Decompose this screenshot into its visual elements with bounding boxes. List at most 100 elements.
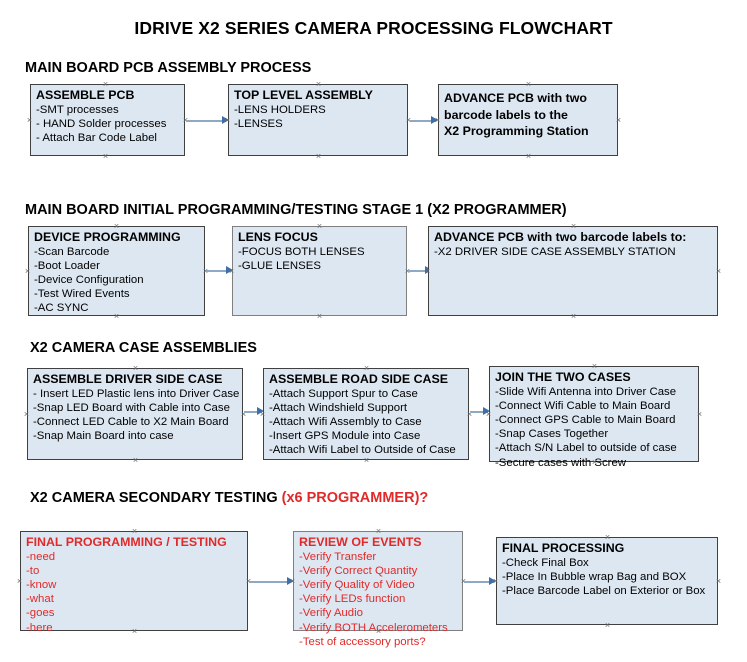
connection-handle-top[interactable]: [363, 365, 370, 372]
node-title: ASSEMBLE PCB: [36, 88, 135, 102]
node-join-the-two-cases[interactable]: JOIN THE TWO CASES -Slide Wifi Antenna i…: [489, 363, 699, 469]
connection-handle-right[interactable]: [615, 117, 622, 124]
section-heading-4: X2 CAMERA SECONDARY TESTING (x6 PROGRAMM…: [30, 490, 428, 506]
section-heading-1: MAIN BOARD PCB ASSEMBLY PROCESS: [25, 60, 311, 76]
connection-handle-left[interactable]: [485, 411, 492, 418]
node-headline-line: ADVANCE PCB with two: [444, 91, 587, 105]
node-line: -LENS HOLDERS: [234, 103, 326, 116]
connection-handle-left[interactable]: [26, 117, 33, 124]
node-line: -Snap Main Board into case: [33, 430, 174, 443]
connection-handle-bottom[interactable]: [363, 457, 370, 464]
connection-handle-bottom[interactable]: [375, 628, 382, 635]
connection-handle-top[interactable]: [375, 528, 382, 535]
node-line: -Check Final Box: [502, 556, 589, 569]
node-line: -Test Wired Events: [34, 288, 130, 301]
node-final-processing[interactable]: FINAL PROCESSING -Check Final Box -Place…: [496, 537, 718, 625]
node-headline-line: barcode labels to the: [444, 107, 568, 122]
connection-handle-left[interactable]: [289, 578, 296, 585]
node-line: -to: [26, 564, 40, 577]
connection-handle-top[interactable]: [604, 534, 611, 541]
node-assemble-pcb[interactable]: ASSEMBLE PCB -SMT processes - HAND Solde…: [30, 84, 185, 156]
node-line: -Attach Support Spur to Case: [269, 387, 418, 400]
connection-handle-left[interactable]: [492, 578, 499, 585]
connection-handle-top[interactable]: [570, 223, 577, 230]
node-headline: ADVANCE PCB with two barcode labels to t…: [444, 90, 613, 140]
connection-handle-top[interactable]: [525, 81, 532, 88]
node-lens-focus[interactable]: LENS FOCUS -FOCUS BOTH LENSES -GLUE LENS…: [232, 226, 407, 316]
node-review-of-events[interactable]: REVIEW OF EVENTS -Verify Transfer -Verif…: [293, 528, 463, 648]
connection-handle-left[interactable]: [16, 578, 23, 585]
connection-handle-top[interactable]: [132, 365, 139, 372]
node-line: -Scan Barcode: [34, 245, 110, 258]
node-line: -GLUE LENSES: [238, 259, 321, 272]
connection-handle-bottom[interactable]: [315, 153, 322, 160]
section-heading-2-text: MAIN BOARD INITIAL PROGRAMMING/TESTING S…: [25, 202, 567, 218]
node-line: -Snap LED Board with Cable into Case: [33, 401, 230, 414]
node-line: -Boot Loader: [34, 259, 100, 272]
node-line-list: -Attach Support Spur to Case -Attach Win…: [269, 387, 464, 458]
node-title: TOP LEVEL ASSEMBLY: [234, 88, 373, 102]
connection-handle-left[interactable]: [224, 117, 231, 124]
node-assemble-driver-side-case[interactable]: ASSEMBLE DRIVER SIDE CASE - Insert LED P…: [27, 368, 243, 460]
node-line: -Attach S/N Label to outside of case: [495, 442, 677, 455]
connection-handle-top[interactable]: [113, 223, 120, 230]
node-final-programming-testing[interactable]: FINAL PROGRAMMING / TESTING -need -to -k…: [20, 528, 248, 634]
node-line: -X2 DRIVER SIDE CASE ASSEMBLY STATION: [434, 245, 676, 258]
connection-handle-bottom[interactable]: [113, 313, 120, 320]
node-title: FINAL PROCESSING: [502, 541, 625, 555]
node-line-list: - Insert LED Plastic lens into Driver Ca…: [33, 387, 240, 444]
node-line: -Connect Wifi Cable to Main Board: [495, 399, 671, 412]
connection-handle-bottom[interactable]: [570, 313, 577, 320]
connection-handle-bottom[interactable]: [604, 622, 611, 629]
connection-handle-bottom[interactable]: [102, 153, 109, 160]
connector-line-4: [408, 270, 430, 272]
connection-handle-left[interactable]: [228, 268, 235, 275]
connection-handle-top[interactable]: [316, 223, 323, 230]
node-advance-pcb-to-driver-side-case[interactable]: ADVANCE PCB with two barcode labels to: …: [428, 226, 718, 316]
section-heading-3: X2 CAMERA CASE ASSEMBLIES: [30, 340, 257, 356]
connection-handle-left[interactable]: [23, 411, 30, 418]
node-assemble-road-side-case[interactable]: ASSEMBLE ROAD SIDE CASE -Attach Support …: [263, 368, 469, 460]
node-line: -FOCUS BOTH LENSES: [238, 245, 365, 258]
connection-handle-left[interactable]: [434, 117, 441, 124]
node-line: -know: [26, 578, 57, 591]
connection-handle-bottom[interactable]: [316, 313, 323, 320]
connection-handle-top[interactable]: [591, 363, 598, 370]
node-line: - HAND Solder processes: [36, 117, 167, 130]
connection-handle-bottom[interactable]: [525, 153, 532, 160]
node-line: -Verify BOTH Accelerometers: [299, 621, 448, 634]
node-line-overflow: -Test of accessory ports?: [299, 635, 426, 648]
node-line-list: -LENS HOLDERS -LENSES: [234, 103, 403, 131]
connection-handle-top[interactable]: [315, 81, 322, 88]
section-heading-2: MAIN BOARD INITIAL PROGRAMMING/TESTING S…: [25, 202, 567, 218]
node-line: -Attach Wifi Assembly to Case: [269, 415, 422, 428]
connection-handle-left[interactable]: [259, 411, 266, 418]
connection-handle-bottom[interactable]: [132, 457, 139, 464]
node-line: -goes: [26, 607, 55, 620]
node-title: FINAL PROGRAMMING / TESTING: [26, 535, 227, 549]
connection-handle-right[interactable]: [715, 268, 722, 275]
connection-handle-left[interactable]: [24, 268, 31, 275]
node-top-level-assembly[interactable]: TOP LEVEL ASSEMBLY -LENS HOLDERS -LENSES: [228, 84, 408, 156]
node-title: JOIN THE TWO CASES: [495, 370, 631, 384]
connector-line-6: [470, 411, 488, 413]
node-line: - Insert LED Plastic lens into Driver Ca…: [33, 387, 240, 400]
connection-handle-bottom[interactable]: [131, 628, 138, 635]
connection-handle-top[interactable]: [131, 528, 138, 535]
node-device-programming[interactable]: DEVICE PROGRAMMING -Scan Barcode -Boot L…: [28, 226, 205, 316]
connection-handle-bottom[interactable]: [591, 459, 598, 466]
node-advance-pcb-to-x2-programming-station[interactable]: ADVANCE PCB with two barcode labels to t…: [438, 84, 618, 156]
node-line-list: -Check Final Box -Place In Bubble wrap B…: [502, 556, 713, 599]
connection-handle-top[interactable]: [102, 81, 109, 88]
node-title: ASSEMBLE DRIVER SIDE CASE: [33, 372, 223, 386]
connection-handle-left[interactable]: [424, 268, 431, 275]
connection-handle-right[interactable]: [696, 411, 703, 418]
connection-handle-right[interactable]: [715, 578, 722, 585]
node-line: -AC SYNC: [34, 302, 89, 315]
node-title: REVIEW OF EVENTS: [299, 535, 422, 549]
connector-line-8: [464, 581, 494, 583]
node-line: - Attach Bar Code Label: [36, 131, 157, 144]
node-line: -Connect GPS Cable to Main Board: [495, 413, 676, 426]
node-title: DEVICE PROGRAMMING: [34, 230, 181, 244]
node-line: -Attach Windshield Support: [269, 401, 408, 414]
